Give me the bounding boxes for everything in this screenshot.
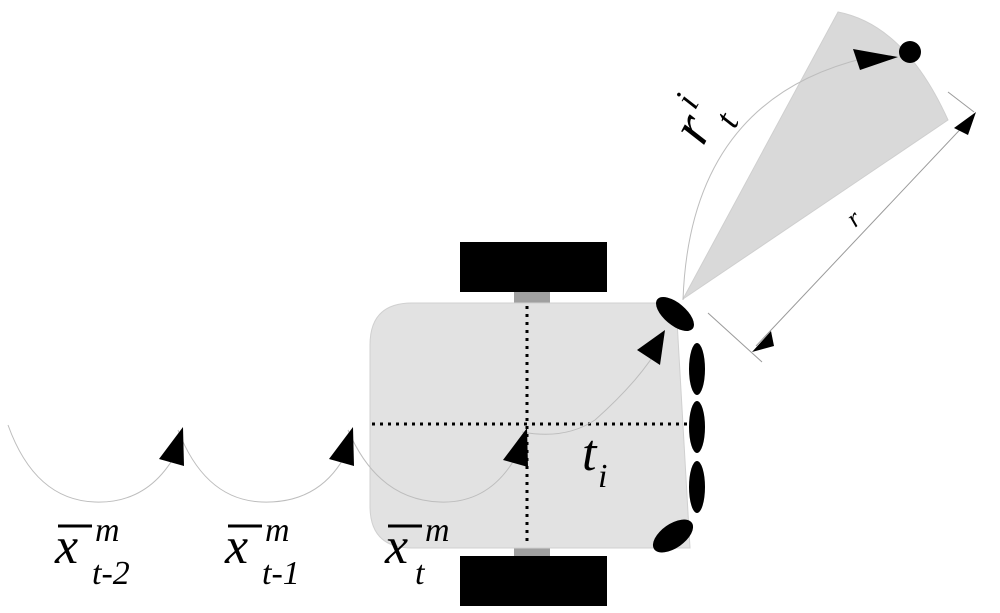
wheel-icon xyxy=(460,556,607,606)
arrowhead-icon xyxy=(503,428,528,467)
trajectory-arcs xyxy=(7,57,866,503)
label-t-i: t i xyxy=(582,425,607,495)
sonar-sensor-icon xyxy=(689,401,705,453)
svg-text:m: m xyxy=(425,512,450,549)
label-range-r: r xyxy=(840,203,867,232)
sensor-cone xyxy=(682,11,949,300)
sonar-sensor-icon xyxy=(689,343,705,395)
svg-text:i: i xyxy=(598,458,607,495)
svg-text:x: x xyxy=(384,518,408,575)
svg-text:m: m xyxy=(95,512,120,549)
arrowhead-icon xyxy=(637,330,665,365)
arrowhead-icon xyxy=(853,49,898,70)
svg-text:t: t xyxy=(415,555,426,592)
label-x-bar-t: x m t xyxy=(384,512,450,592)
sonar-sensor-array xyxy=(652,296,705,553)
label-r-t-i: r i t xyxy=(657,87,747,153)
range-arrowhead-icon xyxy=(752,331,774,352)
sonar-sensor-icon xyxy=(656,296,694,332)
label-x-bar-t-minus-1: x m t-1 xyxy=(224,512,300,592)
svg-text:t: t xyxy=(582,425,598,482)
svg-text:m: m xyxy=(265,512,290,549)
range-dimension xyxy=(707,91,975,363)
robot-body xyxy=(369,302,691,549)
arrowhead-icon xyxy=(329,427,354,466)
arrowhead-icon xyxy=(159,427,184,466)
svg-text:t-1: t-1 xyxy=(262,555,300,592)
sonar-sensor-icon xyxy=(652,519,694,553)
svg-text:t-2: t-2 xyxy=(92,555,130,592)
range-arrowhead-icon xyxy=(954,112,976,135)
landmark-point-icon xyxy=(899,41,921,63)
body-axes xyxy=(372,306,690,543)
label-x-bar-t-minus-2: x m t-2 xyxy=(54,512,130,592)
svg-text:x: x xyxy=(54,518,78,575)
sonar-sensor-icon xyxy=(689,461,705,513)
wheel-icon xyxy=(460,242,607,292)
svg-text:x: x xyxy=(224,518,248,575)
